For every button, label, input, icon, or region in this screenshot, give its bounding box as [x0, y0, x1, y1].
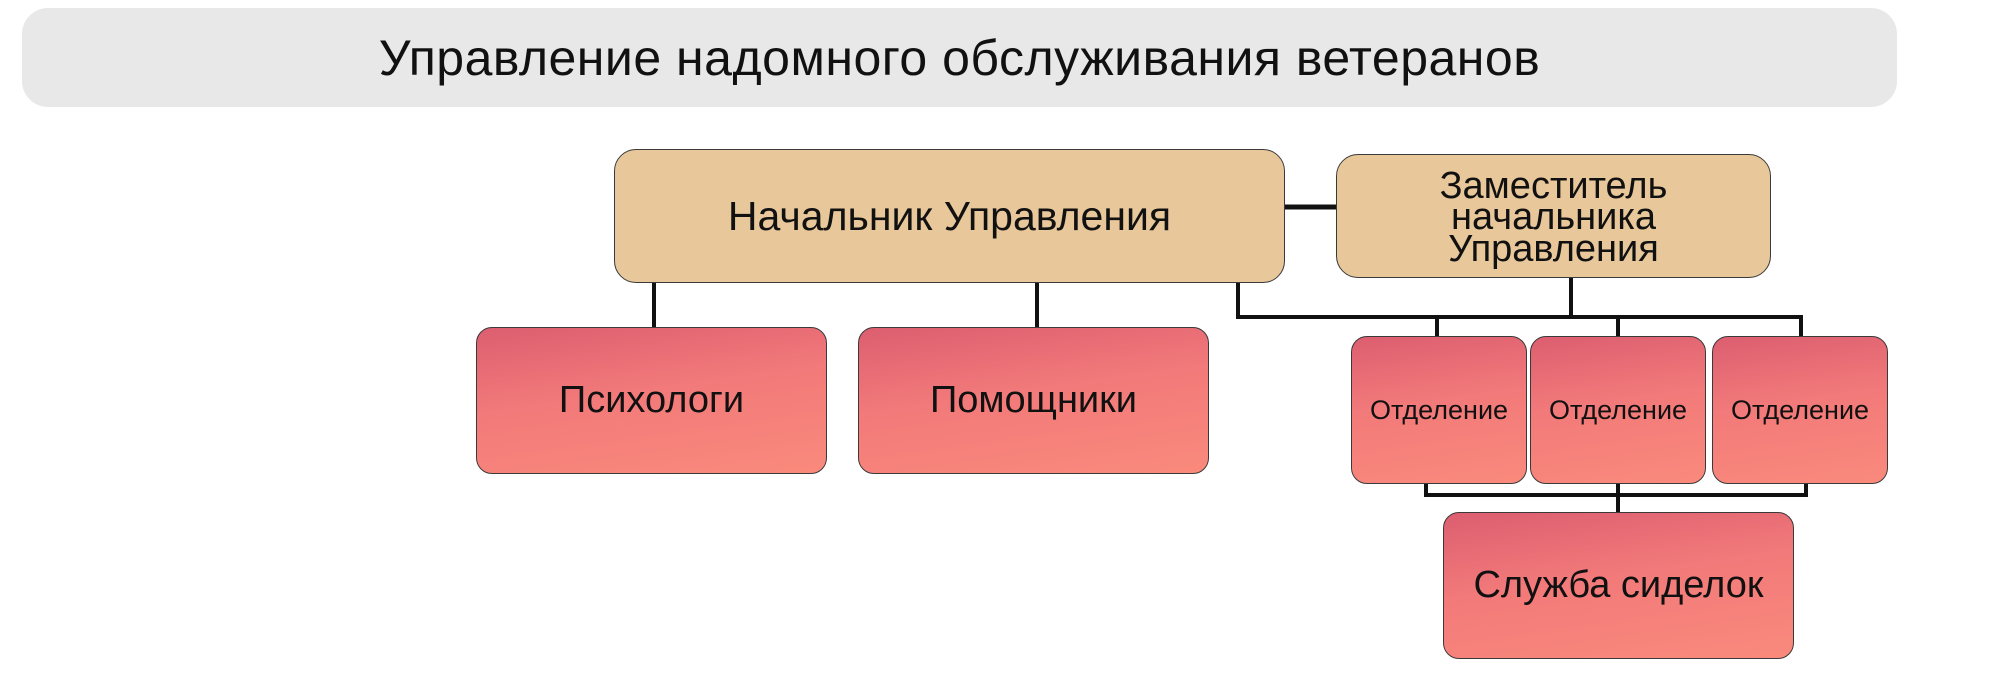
node-assistants-label: Помощники — [929, 379, 1138, 421]
node-psychologists: Психологи — [476, 327, 827, 474]
page-title: Управление надомного обслуживания ветера… — [378, 29, 1541, 86]
node-department-3: Отделение — [1712, 336, 1888, 484]
node-deputy-label-line3: Управления — [1448, 227, 1659, 270]
node-department-1-label: Отделение — [1369, 394, 1509, 425]
node-department-1: Отделение — [1351, 336, 1527, 484]
node-deputy-label-line1: Заместитель — [1439, 165, 1668, 208]
node-deputy: Заместитель начальника Управления — [1336, 154, 1771, 278]
node-chief: Начальник Управления — [614, 149, 1285, 283]
node-chief-label: Начальник Управления — [727, 192, 1172, 239]
title-banner — [22, 8, 1897, 107]
node-psychologists-label: Психологи — [558, 379, 745, 421]
node-deputy-label-line2: начальника — [1450, 196, 1656, 239]
connector-chief-bus — [1236, 281, 1803, 319]
node-nurse-service: Служба сиделок — [1443, 512, 1794, 659]
node-nurse-service-label: Служба сиделок — [1473, 564, 1764, 606]
node-department-2: Отделение — [1530, 336, 1706, 484]
node-department-3-label: Отделение — [1730, 394, 1870, 425]
node-assistants: Помощники — [858, 327, 1209, 474]
node-department-2-label: Отделение — [1548, 394, 1688, 425]
